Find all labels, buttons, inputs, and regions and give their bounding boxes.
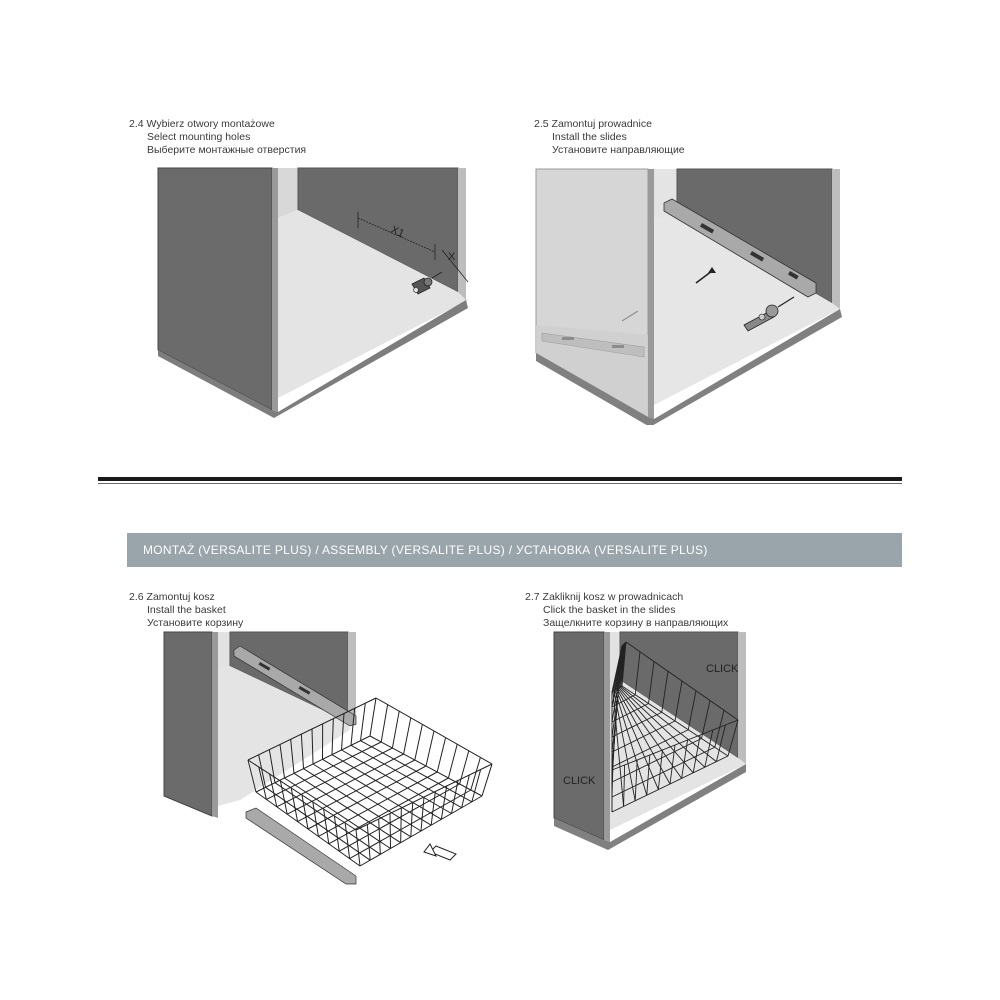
dimension-x1-label: X1 bbox=[389, 224, 406, 240]
step-2-7-caption: 2.7 Zakliknij kosz w prowadnicach Click … bbox=[525, 591, 728, 630]
step-2-6-caption: 2.6 Zamontuj kosz Install the basket Уст… bbox=[129, 591, 243, 630]
step-text-en: Install the slides bbox=[552, 131, 627, 143]
section-divider-thin bbox=[98, 483, 902, 484]
step-text-ru: Выберите монтажные отверстия bbox=[147, 144, 307, 156]
figure-install-basket bbox=[163, 631, 493, 885]
cabinet-left-panel bbox=[157, 167, 273, 411]
click-label-right: CLICK bbox=[706, 663, 739, 675]
step-number: 2.7 bbox=[525, 591, 540, 603]
figure-install-slides bbox=[535, 168, 842, 425]
wire-basket-icon bbox=[247, 697, 493, 867]
panel-edge bbox=[272, 168, 278, 412]
step-number: 2.6 bbox=[129, 591, 144, 603]
step-text-pl: Zamontuj prowadnice bbox=[551, 118, 652, 130]
slide-rail-icon bbox=[233, 645, 357, 885]
direction-arrow-ghost-icon bbox=[621, 310, 639, 322]
cabinet-floor bbox=[278, 210, 468, 398]
slide-rail-icon bbox=[663, 198, 817, 298]
banner-title: MONTAŻ (VERSALITE PLUS) / ASSEMBLY (VERS… bbox=[143, 543, 708, 557]
step-text-en: Click the basket in the slides bbox=[543, 604, 676, 616]
step-text-pl: Wybierz otwory montażowe bbox=[146, 118, 275, 130]
step-text-pl: Zakliknij kosz w prowadnicach bbox=[542, 591, 684, 603]
wire-basket-icon bbox=[611, 641, 739, 813]
step-2-4-caption: 2.4 Wybierz otwory montażowe Select moun… bbox=[129, 118, 306, 157]
step-number: 2.5 bbox=[534, 118, 549, 130]
click-label-left: CLICK bbox=[563, 775, 596, 787]
cabinet-left-panel bbox=[163, 631, 213, 817]
mounting-fitting-icon bbox=[411, 271, 443, 295]
section-divider bbox=[98, 477, 902, 481]
section-banner: MONTAŻ (VERSALITE PLUS) / ASSEMBLY (VERS… bbox=[127, 533, 902, 567]
step-2-5-caption: 2.5 Zamontuj prowadnice Install the slid… bbox=[534, 118, 685, 157]
cabinet-right-edge bbox=[458, 168, 466, 300]
cabinet-inner-left bbox=[278, 168, 298, 218]
step-text-ru: Установите направляющие bbox=[552, 144, 685, 156]
figure-select-mounting-holes: X1 X bbox=[157, 167, 469, 418]
slide-rail-ghost-icon bbox=[541, 332, 645, 358]
figure-click-basket: CLICK CLICK bbox=[553, 631, 746, 850]
push-arrow-icon bbox=[423, 843, 457, 861]
step-text-ru: Защелкните корзину в направляющих bbox=[543, 617, 729, 629]
step-number: 2.4 bbox=[129, 118, 144, 130]
cabinet-bottom-edge bbox=[158, 300, 468, 418]
step-text-ru: Установите корзину bbox=[147, 617, 244, 629]
direction-arrow-icon bbox=[695, 267, 716, 284]
screw-dowel-icon bbox=[743, 296, 795, 332]
cabinet-floor bbox=[654, 213, 840, 405]
step-text-en: Install the basket bbox=[147, 604, 226, 616]
step-text-pl: Zamontuj kosz bbox=[146, 591, 215, 603]
cabinet-left-panel bbox=[553, 631, 605, 841]
step-text-en: Select mounting holes bbox=[147, 131, 251, 143]
dimension-x-label: X bbox=[448, 251, 456, 263]
